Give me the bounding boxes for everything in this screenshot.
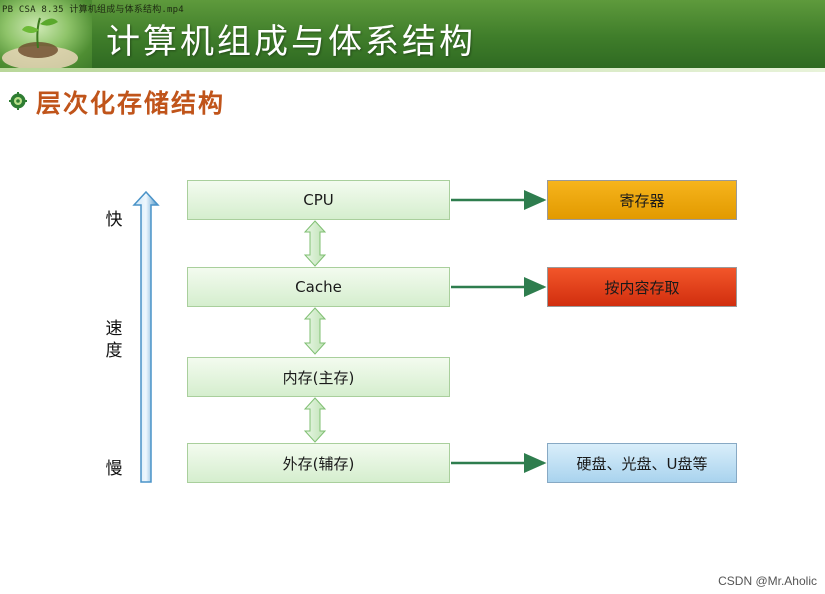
section-title: 层次化存储结构: [36, 89, 226, 118]
level-cache: Cache: [187, 267, 450, 307]
csdn-watermark: CSDN @Mr.Aholic: [718, 574, 817, 588]
level-main-memory: 内存(主存): [187, 357, 450, 397]
content-access-box: 按内容存取: [547, 267, 737, 307]
double-arrow-cpu-cache: [303, 220, 327, 267]
plant-in-hands-image: [0, 0, 92, 68]
header-divider: [0, 68, 825, 72]
slide-header: PB CSA 8.35 计算机组成与体系结构.mp4 计算机组成与体系结构: [0, 0, 825, 68]
speed-axis-label: 速度: [105, 319, 123, 361]
level-cpu: CPU: [187, 180, 450, 220]
double-arrow-main-external: [303, 397, 327, 443]
register-box: 寄存器: [547, 180, 737, 220]
gear-bullet-icon: [9, 92, 27, 110]
double-arrow-cache-main: [303, 307, 327, 355]
storage-media-box: 硬盘、光盘、U盘等: [547, 443, 737, 483]
speed-fast-label: 快: [105, 210, 123, 230]
speed-axis-arrow: [132, 190, 160, 483]
video-filename-caption: PB CSA 8.35 计算机组成与体系结构.mp4: [2, 5, 184, 15]
level-external-storage: 外存(辅存): [187, 443, 450, 483]
slide-title: 计算机组成与体系结构: [106, 22, 476, 62]
speed-slow-label: 慢: [105, 459, 123, 479]
